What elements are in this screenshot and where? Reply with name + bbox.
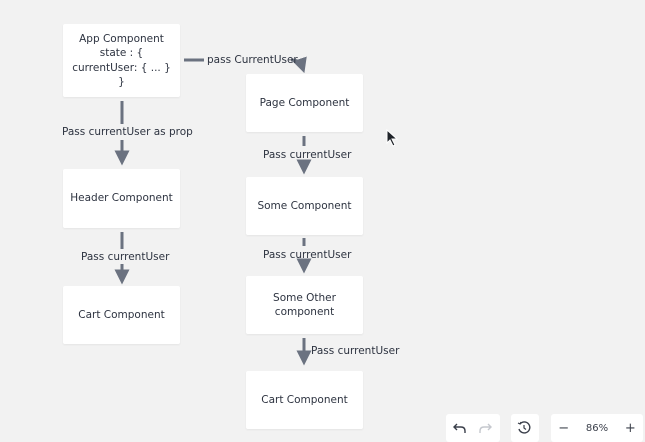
node-some-component[interactable]: Some Component [246,177,363,235]
zoom-out-button[interactable]: − [558,420,570,436]
mouse-pointer-icon [386,129,399,147]
node-some-other-component[interactable]: Some Other component [246,276,363,334]
redo-icon [478,423,492,433]
node-some-other-lines: Some Other component [273,291,336,320]
edge-label-some-to-other: Pass currentUser [263,249,352,261]
node-some-other-line-2: component [274,306,335,318]
node-some-label: Some Component [257,199,352,212]
edge-app-to-page-tail [290,56,307,74]
undo-button[interactable] [446,414,472,442]
node-cart-component-left[interactable]: Cart Component [63,286,180,344]
node-cart-left-label: Cart Component [78,308,165,321]
zoom-toolbar: − 86% + [551,414,643,442]
node-cart-component-right[interactable]: Cart Component [246,371,363,429]
node-page-component[interactable]: Page Component [246,74,363,132]
history-toolbar [511,414,539,442]
node-cart-right-label: Cart Component [261,393,348,406]
zoom-in-button[interactable]: + [624,420,636,436]
node-header-label: Header Component [70,192,173,205]
history-button[interactable] [511,414,537,442]
node-page-label: Page Component [259,96,350,109]
node-app-component[interactable]: App Component state : { currentUser: { .… [63,24,180,97]
node-app-line-3: currentUser: { ... } [72,61,171,74]
zoom-level[interactable]: 86% [585,422,609,434]
history-icon [517,421,531,434]
edge-label-page-to-some: Pass currentUser [263,149,352,161]
node-header-component[interactable]: Header Component [63,169,180,228]
node-app-line-2: state : { [99,47,144,59]
edge-label-app-to-page: pass CurrentUser [207,54,298,66]
edge-label-other-to-cart: Pass currentUser [311,345,400,357]
node-app-lines: App Component state : { currentUser: { .… [72,32,171,90]
undo-icon [452,423,466,433]
edge-label-header-to-cart: Pass currentUser [81,251,170,263]
node-app-line-4: } [118,76,125,88]
node-app-line-1: App Component [79,32,164,45]
node-some-other-line-1: Some Other [273,291,336,304]
redo-button[interactable] [472,414,498,442]
undo-redo-toolbar [446,414,500,442]
edge-label-app-to-header: Pass currentUser as prop [62,126,193,138]
